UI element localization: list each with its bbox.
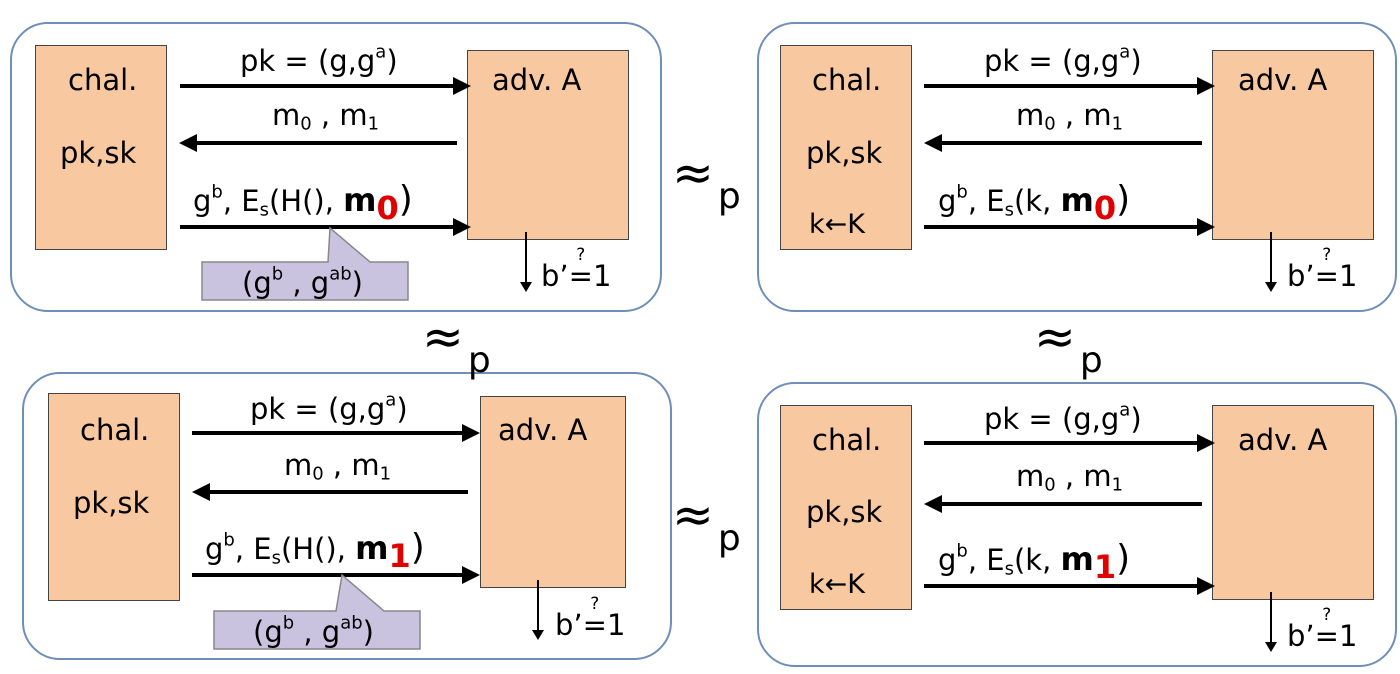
challenge-message-3: gb, Es(H(), m1) <box>205 527 425 575</box>
pk-message-3: pk = (g,ga) <box>250 389 408 426</box>
output-label-2: b’?=1 <box>1287 245 1358 293</box>
challenge-message-1: gb, Es(H(), m0) <box>193 179 413 227</box>
challenger-box-2 <box>780 45 912 250</box>
output-label-3: b’?=1 <box>555 594 626 642</box>
chal-label-1: chal. <box>68 63 138 97</box>
m0m1-message-1: m0 , m1 <box>272 98 380 135</box>
adversary-box-3 <box>480 396 626 588</box>
callout-3 <box>213 573 421 650</box>
pksk-label-1: pk,sk <box>60 136 137 170</box>
arrow-m-4 <box>924 495 1202 513</box>
approx-top: ≈p <box>672 144 741 217</box>
adversary-box-2 <box>1212 50 1374 240</box>
pk-message-4: pk = (g,ga) <box>984 399 1142 436</box>
adv-label-3: adv. A <box>498 413 588 447</box>
adv-label-1: adv. A <box>492 63 582 97</box>
output-arrow-2 <box>1265 232 1277 292</box>
approx-right: ≈p <box>1034 308 1103 381</box>
output-arrow-1 <box>520 232 532 292</box>
output-label-1: b’?=1 <box>541 245 612 293</box>
approx-left: ≈p <box>422 308 491 381</box>
pk-message-1: pk = (g,ga) <box>240 41 398 78</box>
adversary-box-1 <box>467 50 629 240</box>
callout-text-1: (gb , gab) <box>242 263 363 300</box>
arrow-challenge-4 <box>924 577 1215 595</box>
adv-label-4: adv. A <box>1238 423 1328 457</box>
m0m1-message-2: m0 , m1 <box>1016 98 1124 135</box>
arrow-challenge-2 <box>924 218 1215 236</box>
adv-label-2: adv. A <box>1238 63 1328 97</box>
pk-message-2: pk = (g,ga) <box>984 41 1142 78</box>
pksk-label-2: pk,sk <box>806 136 883 170</box>
arrow-challenge-1 <box>180 218 471 236</box>
output-label-4: b’?=1 <box>1287 605 1358 653</box>
pksk-label-3: pk,sk <box>73 486 150 520</box>
arrow-m-2 <box>924 134 1202 152</box>
challenger-box-1 <box>35 45 167 250</box>
m0m1-message-4: m0 , m1 <box>1016 459 1124 496</box>
output-arrow-3 <box>532 580 544 640</box>
output-arrow-4 <box>1265 592 1277 652</box>
k-sample-label-2: k←K <box>809 209 865 240</box>
k-sample-label-4: k←K <box>809 569 865 600</box>
chal-label-4: chal. <box>812 423 882 457</box>
arrow-m-3 <box>192 483 468 501</box>
arrow-challenge-3 <box>192 566 480 584</box>
arrow-m-1 <box>179 134 457 152</box>
approx-bottom: ≈p <box>672 486 741 559</box>
challenge-message-2: gb, Es(k, m0) <box>938 179 1131 227</box>
arrow-pk-2 <box>924 77 1215 95</box>
callout-text-3: (gb , gab) <box>253 612 374 649</box>
challenger-box-3 <box>48 393 180 601</box>
m0m1-message-3: m0 , m1 <box>284 448 392 485</box>
arrow-pk-1 <box>180 77 471 95</box>
arrow-pk-3 <box>192 424 480 442</box>
adversary-box-4 <box>1212 405 1374 600</box>
pksk-label-4: pk,sk <box>806 495 883 529</box>
arrow-pk-4 <box>924 434 1215 452</box>
chal-label-3: chal. <box>80 413 150 447</box>
challenger-box-4 <box>780 405 912 610</box>
chal-label-2: chal. <box>812 63 882 97</box>
challenge-message-4: gb, Es(k, m1) <box>938 538 1131 586</box>
callout-1 <box>201 226 409 301</box>
